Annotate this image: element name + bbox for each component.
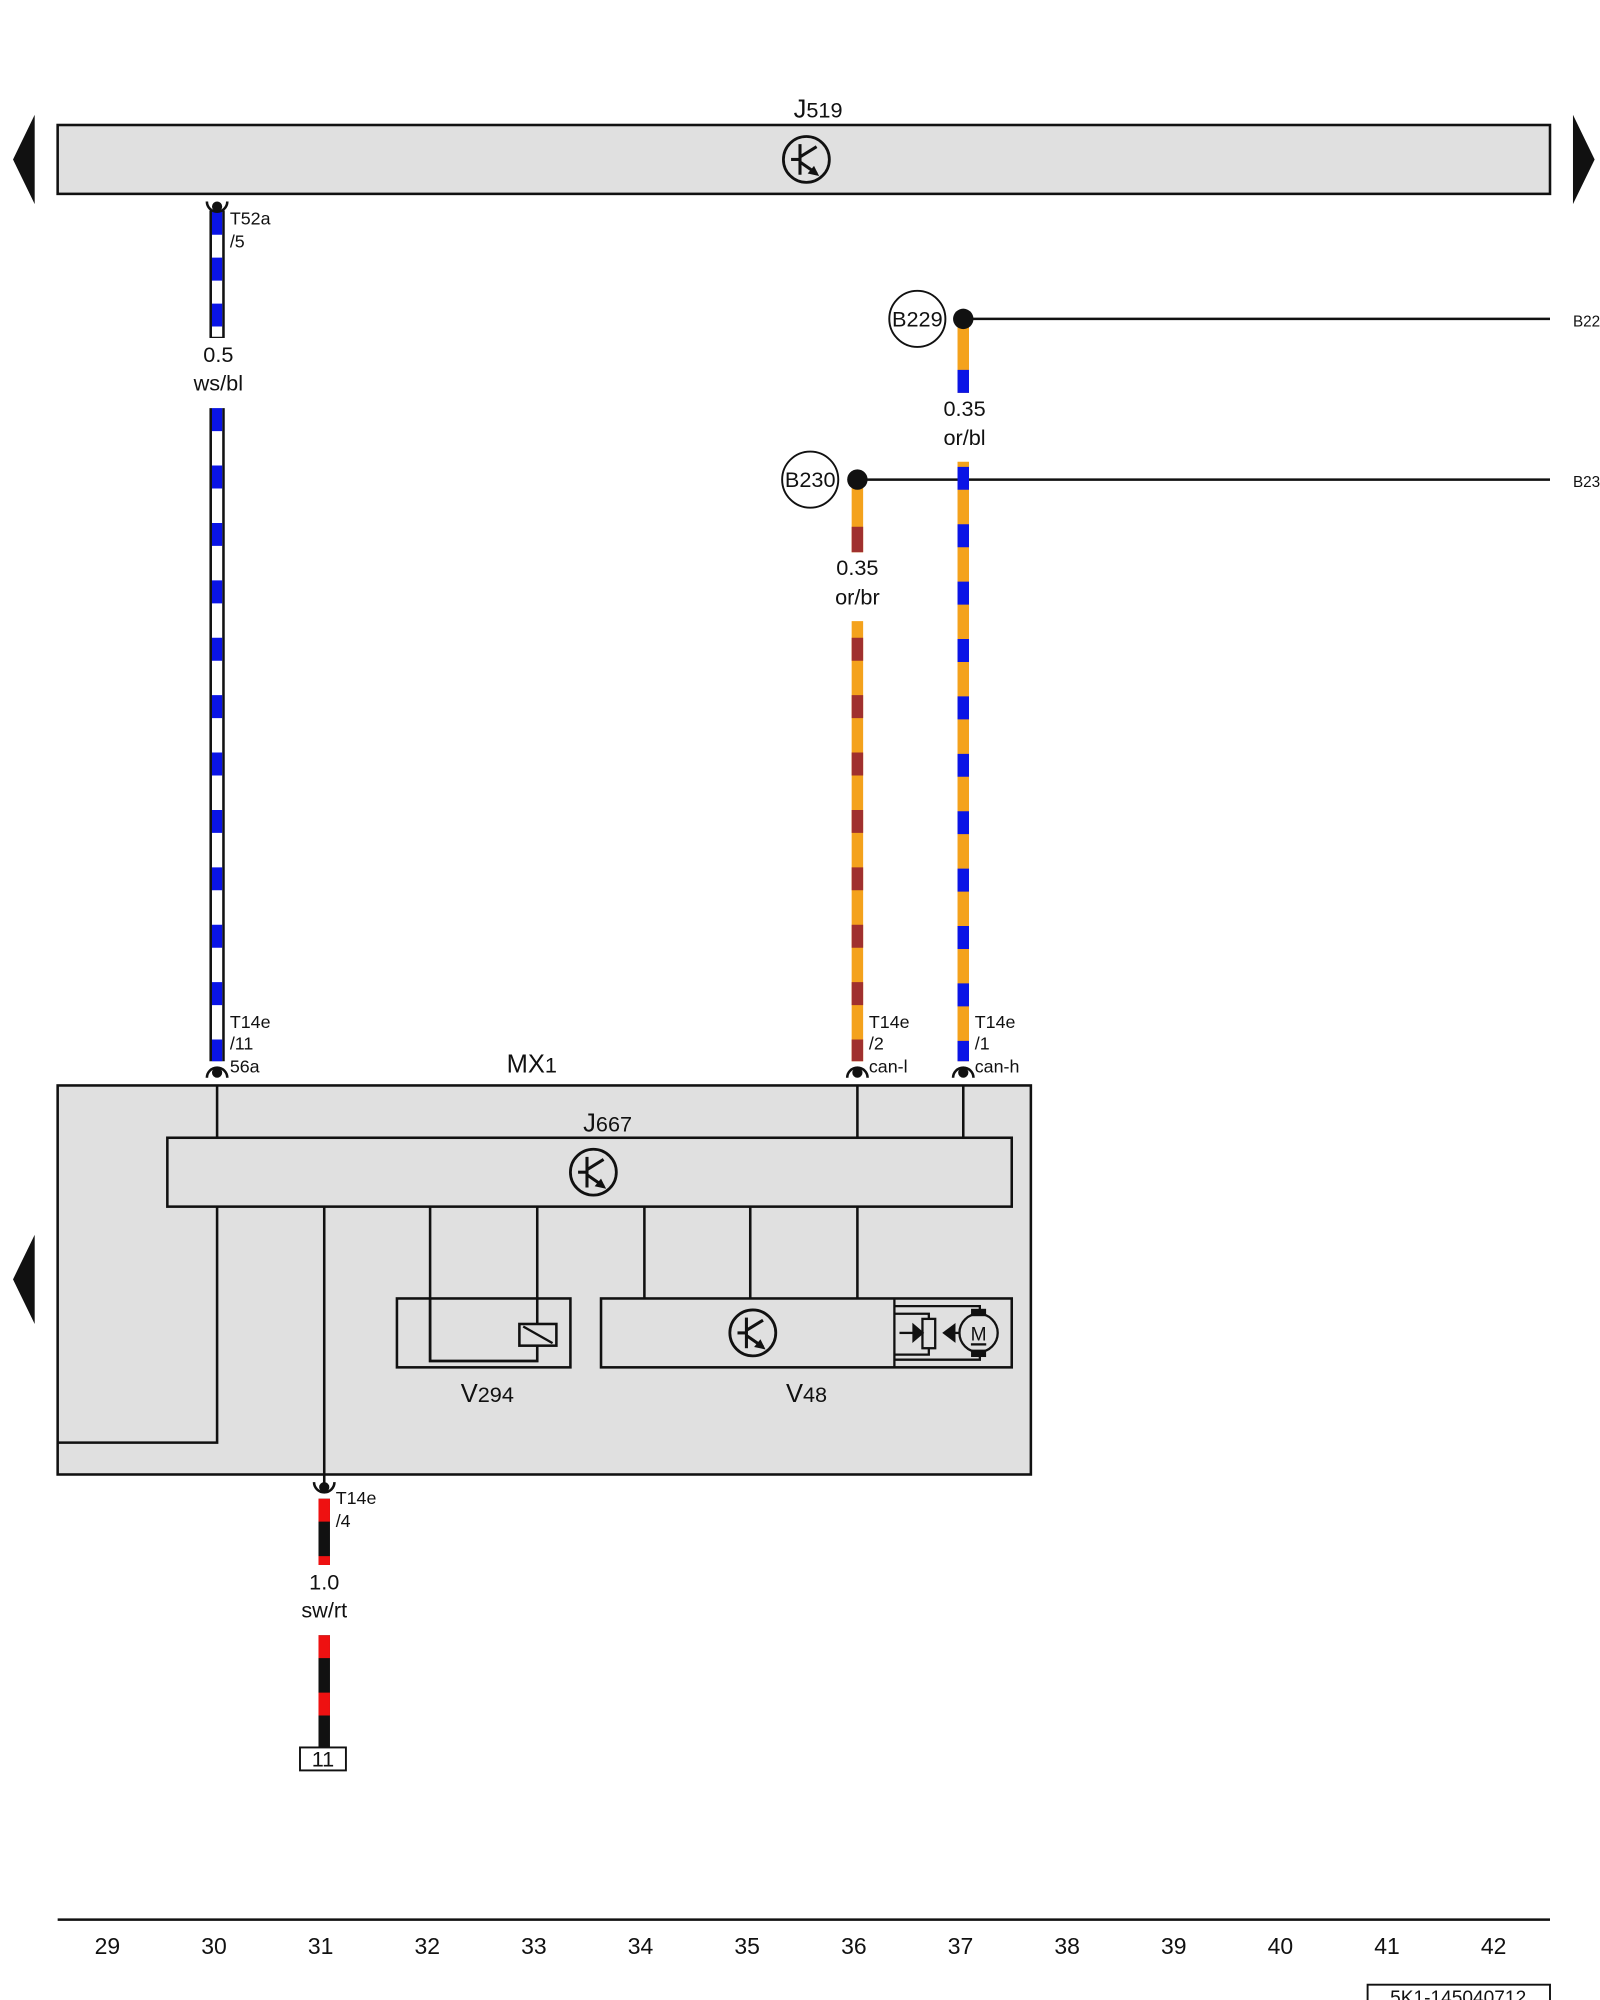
motor-potentiometer-icon (893, 1298, 999, 1368)
track-number: 37 (948, 1933, 974, 1959)
wire-color: or/br (835, 585, 880, 610)
wire-size: 1.0 (309, 1569, 339, 1594)
splice-b229[interactable]: B229 B22 (888, 289, 1600, 348)
connector-pin-icons (205, 201, 975, 1494)
pin-label: /4 (336, 1511, 351, 1531)
pin-label: /2 (869, 1034, 884, 1054)
component-v294[interactable]: V294 (395, 1297, 572, 1408)
track-number: 32 (415, 1933, 441, 1959)
track-number: 33 (521, 1933, 547, 1959)
connector-label: T14e (975, 1012, 1016, 1032)
wire-sw-rt[interactable]: 1.0 sw/rt T14e /4 11 (299, 1488, 377, 1772)
track-number: 38 (1054, 1933, 1080, 1959)
wire-color: sw/rt (301, 1597, 347, 1622)
wire-or-bl[interactable]: 0.35 or/bl T14e /1 can-h (943, 323, 1020, 1077)
connector-label: T14e (336, 1488, 377, 1508)
track-number: 31 (308, 1933, 334, 1959)
track-number: 36 (841, 1933, 867, 1959)
ground-reference-box (299, 1746, 347, 1772)
pin-label: /5 (230, 231, 245, 251)
b230-label: B230 (785, 467, 836, 492)
track-number: 35 (734, 1933, 760, 1959)
document-id: 5K1-145040712 (1390, 1988, 1526, 2000)
wire-ws-bl[interactable]: 0.5 ws/bl T52a /5 T14e /11 56a (193, 208, 271, 1076)
track-number: 30 (201, 1933, 227, 1959)
wire-size: 0.35 (836, 555, 878, 580)
connector-label: T14e (230, 1012, 271, 1032)
wire-color: or/bl (943, 425, 985, 450)
document-id-box (1366, 1983, 1551, 2000)
wire-size: 0.5 (203, 342, 233, 367)
splice-dot (953, 308, 974, 330)
connector-label: T14e (869, 1012, 910, 1032)
module-mx1[interactable]: MX1 (56, 1051, 1033, 1476)
module-j667[interactable]: J667 (166, 1109, 1014, 1208)
splice-dot (847, 469, 868, 490)
v294-label: V294 (461, 1380, 514, 1408)
signal-label: 56a (230, 1057, 260, 1077)
signal-label: can-l (869, 1057, 908, 1077)
b229-ref: B22 (1573, 314, 1600, 331)
pin-label: /11 (230, 1034, 254, 1054)
pin-label: /1 (975, 1034, 990, 1054)
j667-label: J667 (583, 1109, 632, 1137)
track-number: 40 (1268, 1933, 1294, 1959)
track-number: 39 (1161, 1933, 1187, 1959)
splice-b230[interactable]: B230 B23 (781, 450, 1600, 509)
module-j519[interactable]: J519 (56, 95, 1552, 196)
track-numbers: 29 30 31 32 33 34 35 36 37 38 39 40 41 42 (95, 1933, 1507, 1959)
connector-label: T52a (230, 208, 271, 228)
motor-label: M (971, 1325, 987, 1346)
wire-color: ws/bl (193, 370, 243, 395)
wire-or-br[interactable]: 0.35 or/br T14e /2 can-l (835, 484, 910, 1077)
track-number: 29 (95, 1933, 121, 1959)
track-number: 34 (628, 1933, 654, 1959)
page-prev-arrow-bottom[interactable] (13, 1234, 35, 1324)
track-number: 42 (1481, 1933, 1507, 1959)
j519-label: J519 (794, 95, 843, 123)
signal-label: can-h (975, 1057, 1020, 1077)
wire-size: 0.35 (943, 396, 985, 421)
mx1-label: MX1 (507, 1051, 557, 1079)
b230-ref: B23 (1573, 474, 1600, 491)
b229-label: B229 (892, 307, 943, 332)
page-prev-arrow-top[interactable] (13, 114, 35, 205)
track-number: 41 (1374, 1933, 1400, 1959)
page-next-arrow[interactable] (1572, 114, 1595, 205)
ground-reference: 11 (312, 1747, 335, 1772)
v48-label: V48 (786, 1380, 827, 1408)
component-v48[interactable]: M V48 (599, 1297, 1014, 1408)
